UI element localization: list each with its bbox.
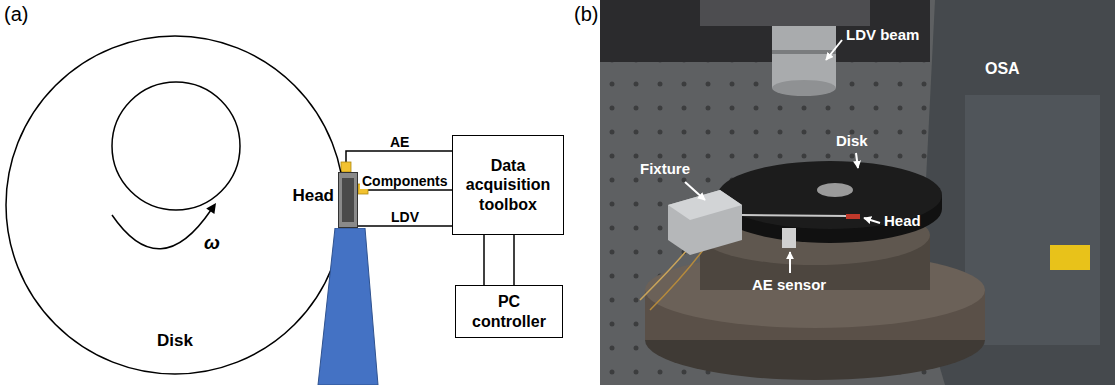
callout-label: Fixture <box>640 160 690 177</box>
disk-hub <box>817 183 853 197</box>
wire-label: Components <box>360 173 450 189</box>
callout-label: Disk <box>836 132 868 149</box>
callout-label: LDV beam <box>846 26 919 43</box>
node-label: Disk <box>5 331 345 351</box>
ldv-lens-end <box>772 80 836 96</box>
rotation-symbol: ω <box>204 232 220 254</box>
node-label: Head <box>292 186 334 206</box>
table-holes <box>600 0 1115 385</box>
panel-label: (a) <box>4 3 28 26</box>
optical-table <box>600 0 1115 385</box>
ae-sensor <box>782 228 796 248</box>
head-body <box>338 172 358 228</box>
leader-arrow <box>826 40 842 60</box>
callout-label: AE sensor <box>752 276 826 293</box>
head-outer <box>339 173 358 228</box>
osa-panel <box>965 95 1100 345</box>
panel-label: (b) <box>574 3 598 26</box>
callout-label: OSA <box>985 60 1020 78</box>
suspension-arm-shape <box>318 228 378 385</box>
head-arm <box>742 215 848 216</box>
signal-wire <box>358 189 452 191</box>
process-box: PC controller <box>455 285 563 338</box>
signal-wire <box>513 235 515 285</box>
node-label: Data acquisition toolbox <box>461 156 555 214</box>
leader-arrow <box>856 153 858 168</box>
head-slider: Head <box>338 172 358 228</box>
suspension-arm <box>316 228 380 385</box>
disk-hub-circle <box>112 82 240 210</box>
ldv-housing <box>700 0 870 26</box>
rotation-arrow <box>112 210 211 249</box>
photo-background <box>600 0 930 62</box>
signal-wire <box>358 225 452 227</box>
signal-wire <box>483 235 485 285</box>
sensor-cable <box>650 246 706 310</box>
wire-label: AE <box>388 134 411 150</box>
rotation-arrow-head <box>206 203 216 214</box>
callout-label: Head <box>884 212 921 229</box>
process-box: Data acquisition toolbox <box>452 135 564 235</box>
osa-sticker <box>1050 245 1090 270</box>
ldv-lens <box>772 26 836 88</box>
head-inner <box>342 178 354 222</box>
fixture-top <box>668 190 742 220</box>
head-slider <box>846 214 860 219</box>
wire-label: LDV <box>389 209 421 225</box>
node-label: PC controller <box>464 292 554 330</box>
leader-arrow <box>864 218 880 223</box>
disk-circle <box>6 36 344 374</box>
leader-arrow <box>789 252 791 273</box>
ldv-lens-ring <box>772 50 836 54</box>
signal-wire <box>346 151 452 172</box>
disk-surface <box>718 161 942 229</box>
leader-arrow <box>685 182 705 200</box>
ae-component <box>341 162 351 172</box>
